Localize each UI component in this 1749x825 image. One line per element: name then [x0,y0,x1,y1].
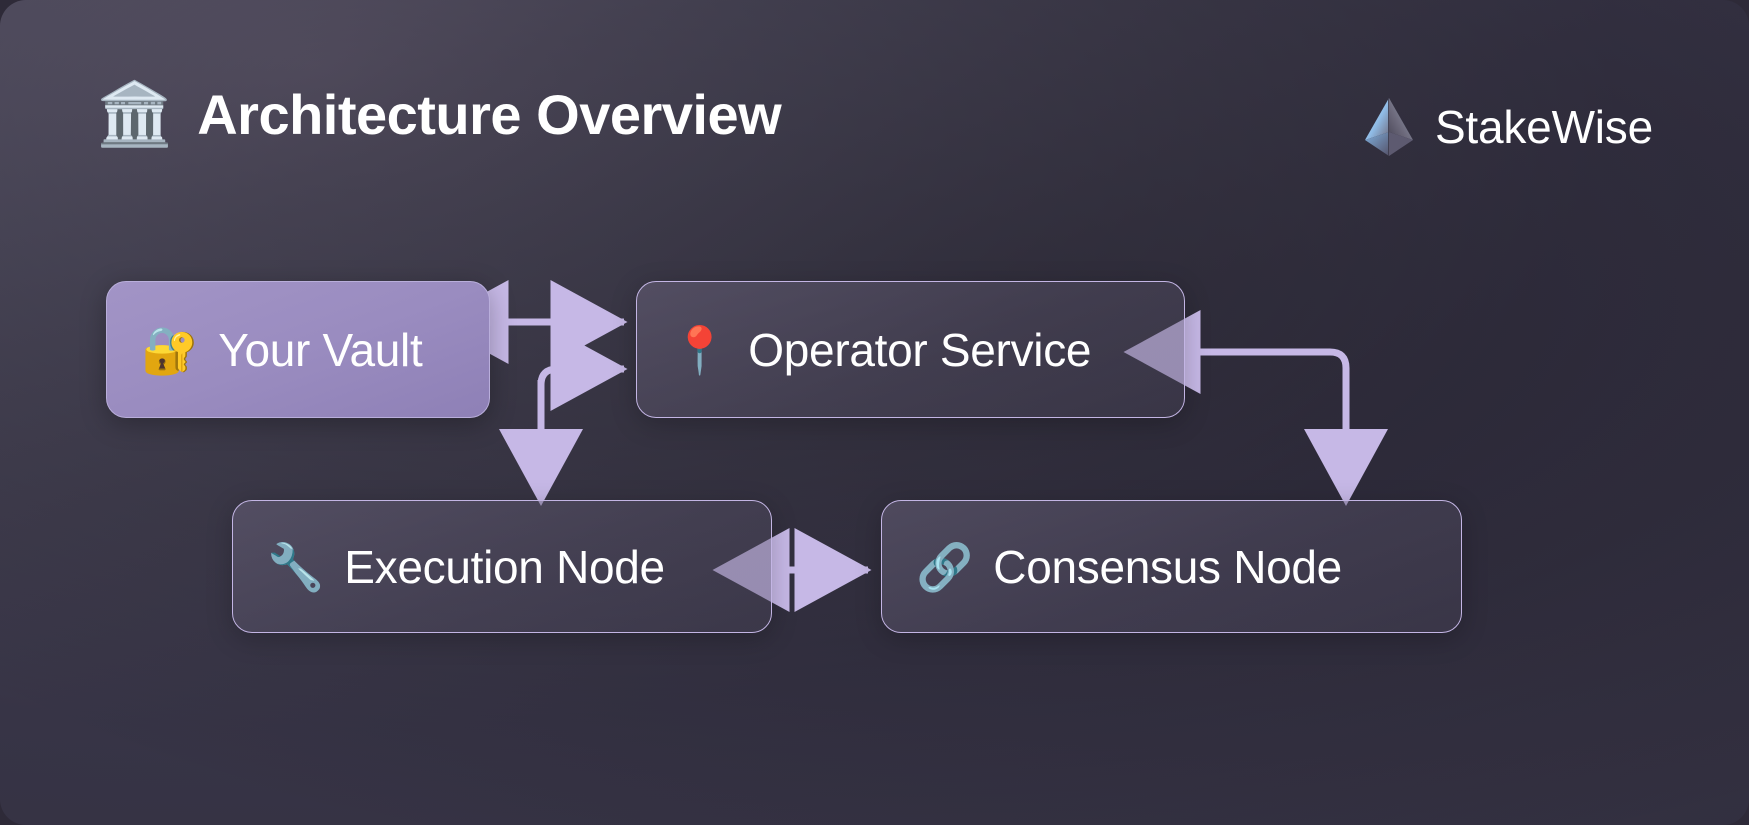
brand: StakeWise [1361,96,1653,158]
vault-safe-icon: 🔐 [141,323,199,376]
edge-consensus-operator [1123,310,1350,420]
edge-execution-operator [537,327,628,455]
page-title: 🏛️ Architecture Overview [96,79,782,149]
chain-link-icon: 🔗 [916,540,974,593]
node-label-consensus-node: Consensus Node [993,540,1342,593]
node-label-your-vault: Your Vault [218,323,423,376]
node-operator-service[interactable]: 📍 Operator Service [636,281,1185,418]
stakewise-pyramid-logo [1364,98,1413,156]
node-label-execution-node: Execution Node [344,540,665,593]
wrench-icon: 🔧 [267,540,325,593]
node-label-operator-service: Operator Service [748,323,1092,376]
node-consensus-node[interactable]: 🔗 Consensus Node [881,500,1462,633]
page-title-text: Architecture Overview [197,83,782,146]
node-execution-node[interactable]: 🔧 Execution Node [232,500,772,633]
header: 🏛️ Architecture Overview [0,0,1749,215]
brand-name: StakeWise [1434,101,1653,153]
node-your-vault[interactable]: 🔐 Your Vault [106,281,490,418]
location-pin-icon: 📍 [671,323,729,376]
classical-building-icon: 🏛️ [96,79,174,149]
